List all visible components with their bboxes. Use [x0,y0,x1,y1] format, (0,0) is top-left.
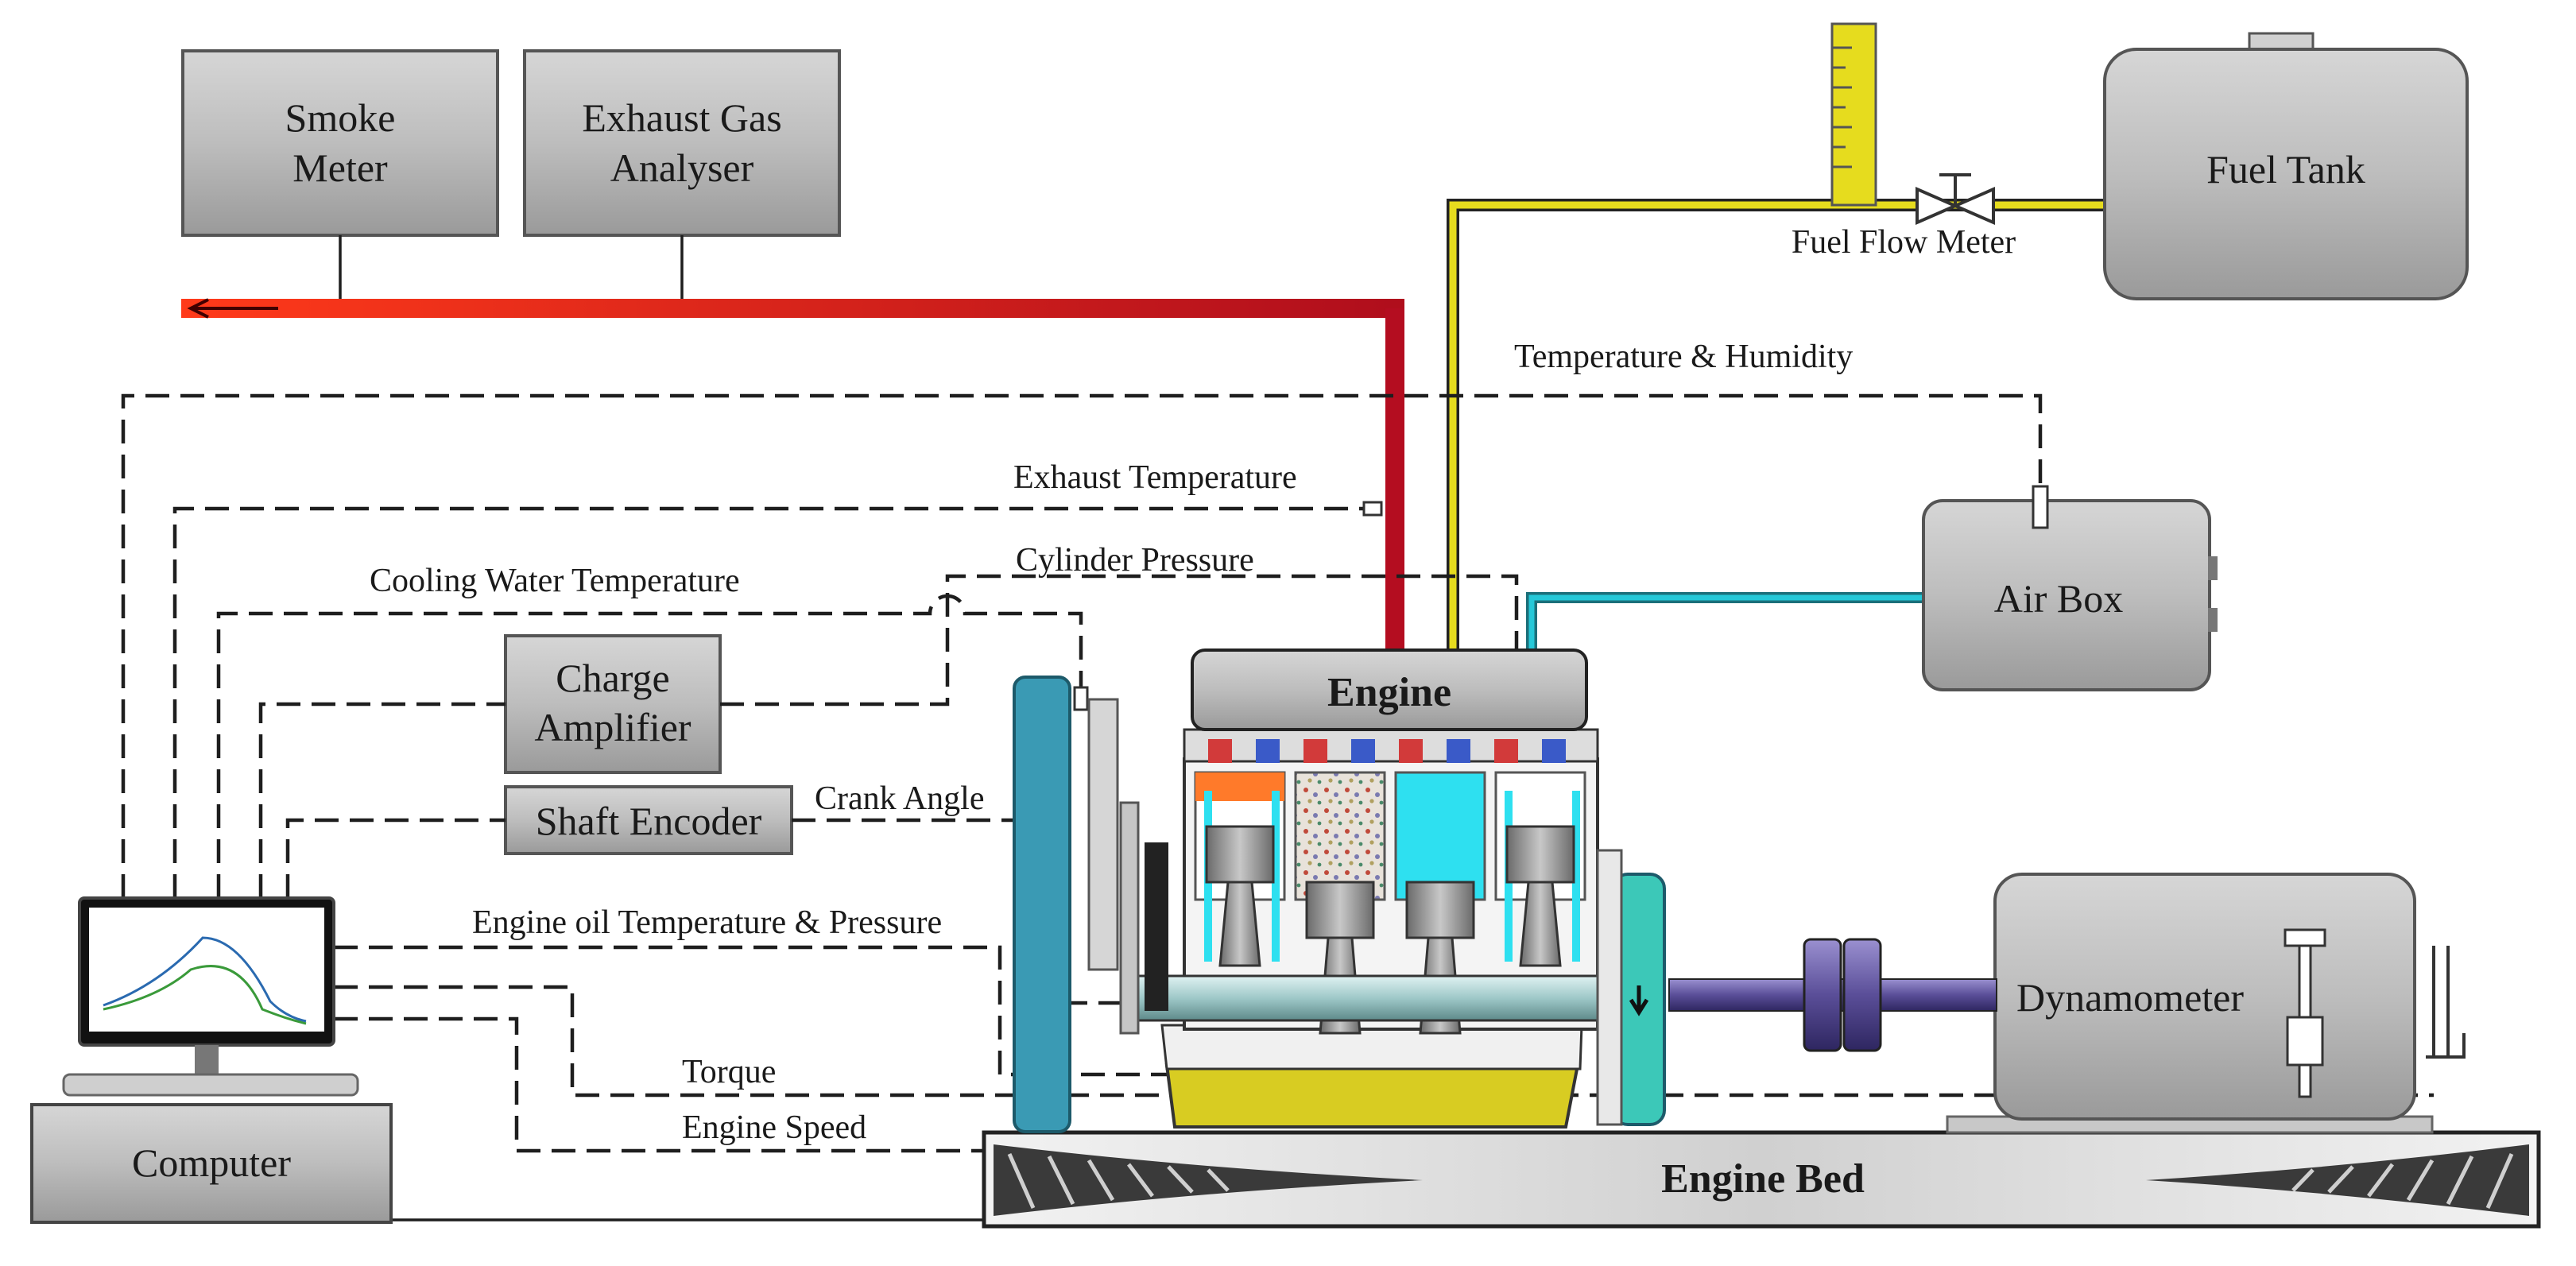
charge-amplifier: Charge Amplifier [504,634,722,774]
computer-case [30,1103,393,1224]
crank-angle-label: Crank Angle [815,780,984,817]
exhaust-gas-analyser: Exhaust Gas Analyser [523,49,841,237]
shaft-encoder: Shaft Encoder [504,785,793,855]
air-line-inner [1528,594,1923,661]
dynamometer: Dynamometer [1946,873,2466,1134]
engine-oil-label: Engine oil Temperature & Pressure [472,904,942,941]
oil-sump [1164,1063,1580,1129]
air-box-label: Air Box [1994,576,2124,621]
crankshaft [1127,974,1615,1022]
dynamometer-label: Dynamometer [2016,975,2244,1020]
temperature-humidity-label: Temperature & Humidity [1514,339,1853,375]
smoke-meter: Smoke Meter [181,49,499,237]
exhaust-temperature-label: Exhaust Temperature [1013,459,1297,496]
computer-label: Computer [132,1140,291,1185]
shaft-encoder-label: Shaft Encoder [536,799,762,843]
engine-bed: Engine Bed [982,1130,2541,1229]
charge-amplifier-label-2: Amplifier [534,705,691,749]
fuel-tank-label: Fuel Tank [2206,147,2365,192]
fuel-flow-meter-label: Fuel Flow Meter [1792,224,2016,261]
engine-label: Engine [1327,670,1451,715]
air-box: Air Box [1922,499,2218,691]
cylinder-pressure-label: Cylinder Pressure [1016,542,1254,579]
exhaust-gas-analyser-label-2: Analyser [610,145,754,190]
fuel-flow-meter-burette [1830,22,1877,207]
smoke-meter-label-1: Smoke [285,95,396,140]
signal-wiring [121,393,2448,1221]
air-box-sensor [2032,485,2049,529]
monitor-graph-1 [103,936,307,1023]
fuel-line-inner [1449,201,2105,661]
fuel-valve-icon [1916,173,1995,226]
monitor-graph-2 [103,965,307,1025]
timing-belt [1013,676,1071,1133]
exhaust-gas-analyser-label-1: Exhaust Gas [582,95,781,140]
smoke-meter-label-2: Meter [292,145,388,190]
computer: Computer [30,896,393,1224]
burette-scale [1832,46,1852,168]
charge-amplifier-label-1: Charge [556,656,669,700]
exhaust-arrow-icon [187,298,278,319]
engine: Engine [1013,648,1666,1133]
drive-shaft [1668,938,1997,1052]
engine-bed-label: Engine Bed [1661,1156,1865,1202]
fuel-tank: Fuel Tank [2103,32,2469,300]
air-line [1526,592,1923,661]
valve-train [1208,739,1566,763]
cooling-water-temperature-label: Cooling Water Temperature [370,563,740,599]
torque-label: Torque [682,1054,776,1090]
load-cell-icon [2284,928,2326,1098]
engine-speed-label: Engine Speed [682,1109,866,1146]
